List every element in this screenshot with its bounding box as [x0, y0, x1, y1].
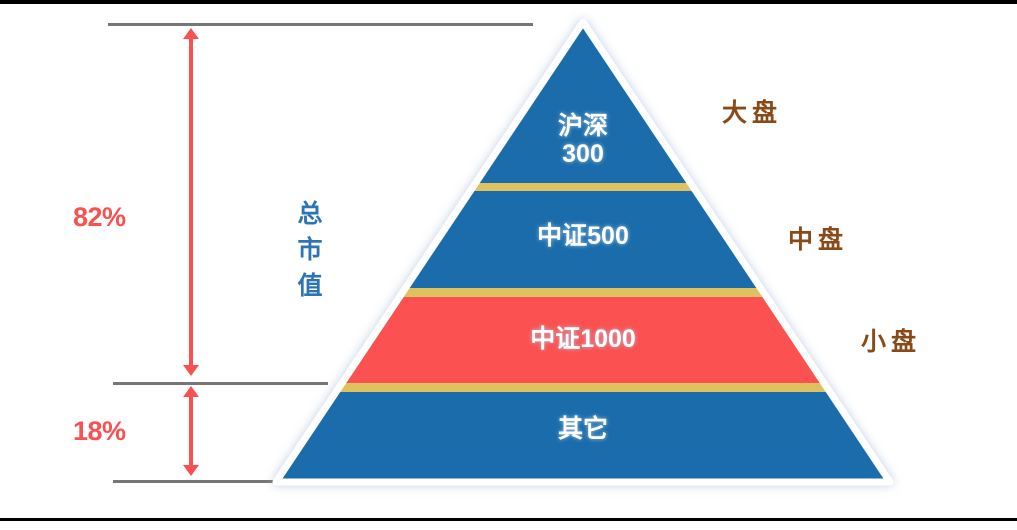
- guide-line-top: [108, 23, 533, 26]
- measure-arrow-upper: [180, 28, 202, 376]
- pyramid-divider-1: [276, 183, 890, 191]
- pyramid-label-zz500: 中证500: [537, 222, 629, 250]
- guide-line-middle: [113, 382, 328, 385]
- arrow-shaft: [189, 395, 193, 467]
- axis-label-char-2: 市: [297, 236, 323, 264]
- measure-arrow-lower: [180, 386, 202, 476]
- top-rule: [0, 0, 1017, 4]
- guide-line-bottom: [113, 480, 308, 483]
- total-market-cap-label: 总 市 值: [293, 196, 327, 304]
- pyramid-divider-2: [276, 288, 890, 297]
- pyramid-tier-other: [276, 392, 890, 482]
- arrow-head-up-icon: [183, 28, 199, 39]
- axis-label-char-3: 值: [297, 272, 323, 300]
- cap-label-large: 大盘: [722, 99, 783, 127]
- arrow-head-down-icon: [183, 465, 199, 476]
- pyramid-label-hs300: 沪深 300: [557, 112, 608, 168]
- pyramid-label-zz1000: 中证1000: [530, 325, 636, 353]
- percent-label-lower: 18%: [73, 416, 126, 446]
- pyramid-chart: [268, 14, 898, 496]
- pyramid-border: [272, 18, 894, 486]
- axis-label-char-1: 总: [297, 200, 323, 228]
- pyramid-label-other: 其它: [557, 415, 608, 443]
- arrow-head-down-icon: [183, 365, 199, 376]
- arrow-head-up-icon: [183, 386, 199, 397]
- pyramid-svg: [272, 18, 894, 486]
- bottom-rule: [0, 518, 1017, 521]
- pyramid-divider-3: [276, 383, 890, 392]
- cap-label-small: 小盘: [861, 328, 922, 356]
- percent-label-upper: 82%: [73, 202, 126, 232]
- cap-label-mid: 中盘: [788, 226, 849, 254]
- arrow-shaft: [189, 37, 193, 367]
